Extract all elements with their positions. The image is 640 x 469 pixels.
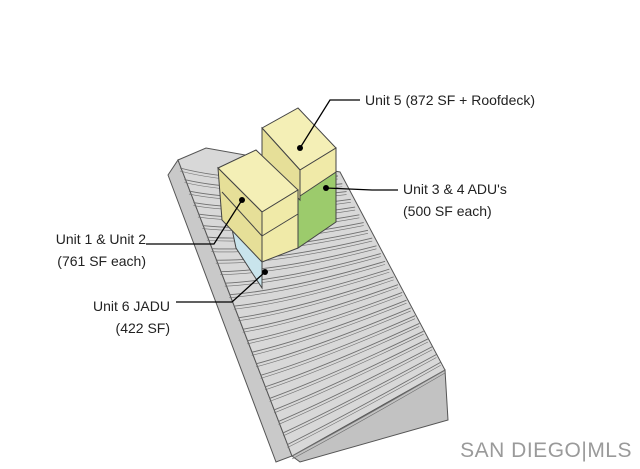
contour-line: [260, 315, 416, 376]
contour-line: [264, 323, 420, 388]
unit-5-leader: [299, 99, 360, 149]
contour-line: [247, 295, 403, 345]
contour-line: [238, 276, 394, 319]
building-massing: [217, 107, 337, 290]
contour-line: [256, 307, 411, 365]
contour-line: [273, 341, 429, 414]
contour-line: [220, 248, 377, 275]
contour-line: [251, 302, 407, 356]
unit-1-2-floor-line-right: [261, 213, 299, 237]
unit-1-2-leader: [146, 199, 243, 245]
unit-1-2-right-face: [261, 189, 299, 263]
contour-line: [269, 330, 424, 399]
unit-6-leader: [176, 271, 266, 303]
unit-5-callout: Unit 5 (872 SF + Roofdeck): [365, 89, 535, 111]
unit-1-2-leader-dot: [239, 197, 245, 203]
unit-6-area: (422 SF): [115, 320, 170, 336]
contour-line: [229, 264, 386, 299]
contour-line: [233, 268, 390, 307]
mls-watermark: SAN DIEGO|MLS: [460, 439, 632, 462]
contour-line: [215, 240, 373, 264]
unit-3-4-callout: Unit 3 & 4 ADU's (500 SF each): [403, 178, 507, 222]
contour-line: [282, 354, 437, 434]
unit-6-callout: Unit 6 JADU (422 SF): [93, 295, 170, 339]
contour-line: [215, 237, 373, 261]
unit-1-2-label: Unit 1 & Unit 2: [55, 231, 146, 247]
contour-line: [251, 299, 407, 353]
unit-5-leader-dot: [297, 145, 303, 151]
contour-line: [247, 291, 403, 342]
contour-line: [224, 253, 381, 284]
unit-6-leader-dot: [262, 269, 268, 275]
contour-line: [269, 333, 424, 402]
contour-line: [256, 310, 411, 368]
leader-lines: [146, 99, 398, 303]
leader-dots: [239, 145, 329, 275]
unit-5-left-face: [261, 126, 301, 202]
contour-line: [233, 271, 390, 310]
contour-line: [282, 357, 437, 437]
unit-3-4-leader-dot: [323, 185, 329, 191]
unit-5-label: Unit 5 (872 SF + Roofdeck): [365, 92, 536, 108]
unit-6-label: Unit 6 JADU: [92, 298, 170, 314]
contour-line: [260, 318, 416, 379]
unit-1-2-area: (761 SF each): [57, 253, 146, 269]
contour-line: [273, 338, 429, 411]
contour-line: [224, 256, 381, 287]
unit-3-4-area: (500 SF each): [403, 203, 492, 219]
unit-1-2-callout: Unit 1 & Unit 2 (761 SF each): [56, 228, 146, 272]
unit-3-4-label: Unit 3 & 4 ADU's: [403, 181, 507, 197]
contour-line: [242, 284, 399, 330]
contour-line: [238, 279, 394, 322]
contour-line: [242, 287, 399, 333]
contour-line: [287, 361, 441, 445]
contour-line: [291, 372, 446, 460]
contour-line: [229, 260, 386, 296]
unit-1-2-floor-line: [221, 191, 263, 237]
contour-line: [265, 326, 420, 391]
contour-line: [220, 245, 377, 273]
unit-5-right-face: [299, 147, 337, 197]
contour-line: [291, 369, 446, 457]
unit-3-4-leader: [325, 187, 398, 191]
contour-line: [278, 346, 433, 422]
contour-line: [287, 364, 441, 448]
contour-line: [278, 349, 433, 425]
